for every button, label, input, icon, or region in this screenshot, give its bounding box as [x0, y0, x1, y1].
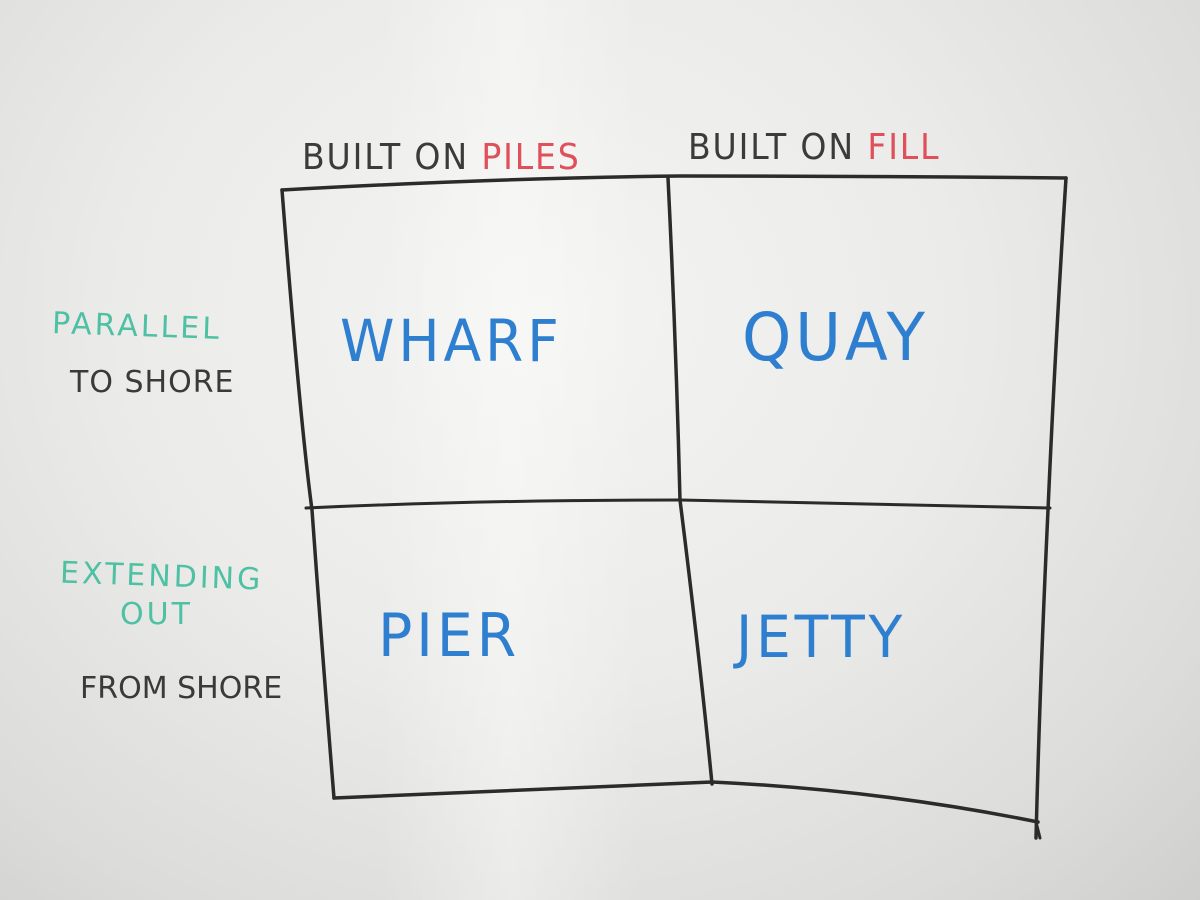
row-header-extending: EXTENDING [59, 555, 264, 598]
row-header-from-shore: FROM SHORE [80, 671, 283, 706]
cell-quay: QUAY [742, 299, 929, 376]
column-header-piles-prefix: BUILT ON [302, 137, 482, 178]
grid-corner-tick [1034, 820, 1042, 840]
grid-middle-horizontal-line [304, 498, 1052, 510]
column-header-fill-prefix: BUILT ON [688, 127, 868, 168]
grid-right-line [1034, 176, 1068, 840]
column-header-piles-accent: PILES [481, 137, 581, 178]
grid-bottom-line [332, 780, 1040, 824]
cell-wharf: WHARF [340, 307, 563, 375]
row-header-out: OUT [120, 597, 193, 632]
row-header-to-shore: TO SHORE [70, 365, 235, 400]
grid-middle-vertical-line [666, 176, 714, 786]
column-header-fill-accent: FILL [867, 127, 941, 168]
column-header-piles: BUILT ON PILES [302, 140, 581, 176]
grid-left-line [280, 188, 336, 800]
row-header-parallel: PARALLEL [51, 306, 223, 347]
grid-top-line [280, 174, 1068, 192]
cell-pier: PIER [378, 601, 521, 671]
cell-jetty: JETTY [736, 603, 907, 671]
column-header-fill: BUILT ON FILL [688, 130, 940, 166]
